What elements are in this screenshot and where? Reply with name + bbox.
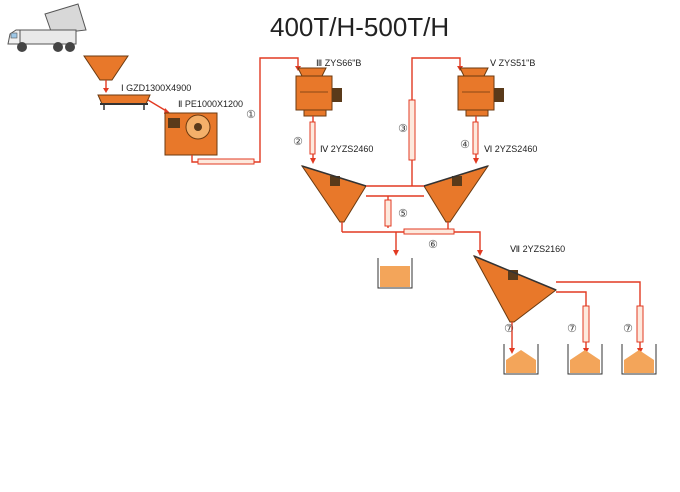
feeder-label: Ⅰ GZD1300X4900: [121, 83, 191, 93]
diagram-title: 400T/H-500T/H: [270, 12, 449, 42]
jaw-crusher-label: Ⅱ PE1000X1200: [178, 99, 243, 109]
conveyor-4: [472, 116, 479, 164]
conveyor-3: [408, 57, 463, 186]
cone-crusher-1-label: Ⅲ ZYS66"B: [316, 58, 361, 68]
screen-1-label: Ⅳ 2YZS2460: [320, 144, 373, 154]
conveyor-5-label: ⑤: [398, 207, 408, 220]
vibrating-screen-2: [423, 165, 490, 223]
stockpile-3: [567, 344, 603, 375]
cone-crusher-1: [295, 67, 342, 117]
screen-2-label: Ⅵ 2YZS2460: [484, 144, 537, 154]
jaw-crusher: [164, 112, 218, 156]
conveyor-7a-label: ⑦: [504, 322, 514, 335]
conveyor-6: [342, 228, 483, 256]
stockpile-2: [503, 344, 539, 375]
cone-crusher-2: [457, 67, 504, 117]
conveyor-7c-label: ⑦: [623, 322, 633, 335]
conveyor-2: [309, 116, 316, 164]
conveyor-3-label: ③: [398, 122, 408, 135]
conveyor-7b-label: ⑦: [567, 322, 577, 335]
vibrating-screen-1: [300, 165, 367, 232]
conveyor-4-label: ④: [460, 138, 470, 151]
dump-truck-icon: [7, 3, 87, 52]
conveyor-2-label: ②: [293, 135, 303, 148]
vibrating-screen-3: [472, 254, 557, 354]
cone-crusher-2-label: Ⅴ ZYS51"B: [490, 58, 535, 68]
vibrating-feeder: [97, 94, 170, 114]
screen-3-label: Ⅶ 2YZS2160: [510, 244, 565, 254]
stockpile-4: [621, 344, 657, 375]
stockpile-1: [377, 258, 413, 289]
conveyor-5: [384, 196, 449, 232]
conveyor-6-label: ⑥: [428, 238, 438, 251]
conveyor-1-label: ①: [246, 108, 256, 121]
feed-hopper: [83, 55, 129, 93]
